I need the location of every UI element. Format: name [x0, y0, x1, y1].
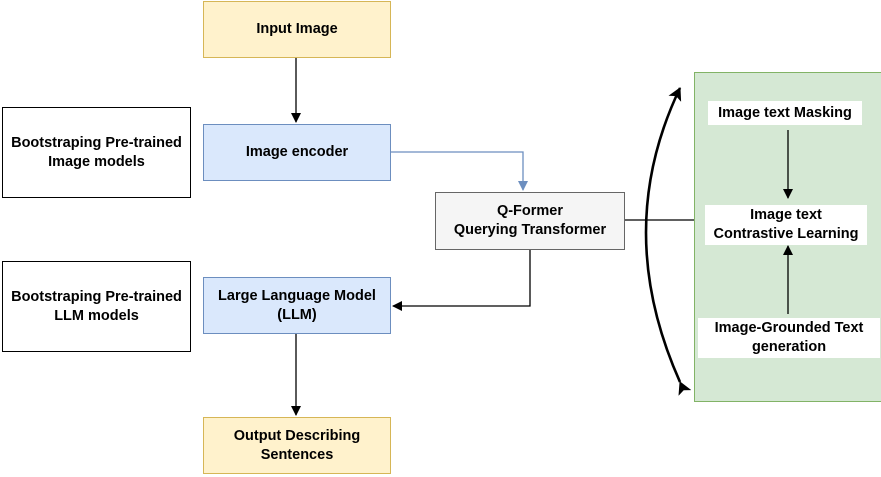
objective-contrastive-line2: Contrastive Learning [713, 226, 859, 242]
bootstrap-image-line1: Bootstraping Pre-trained [11, 134, 182, 151]
objective-contrastive-line1: Image text [750, 207, 822, 223]
qformer-label-line2: Querying Transformer [453, 222, 607, 238]
objective-grounded: Image-Grounded Text generation [698, 318, 880, 358]
bootstrap-llm-line2: LLM models [54, 307, 139, 324]
image-encoder-label: Image encoder [245, 144, 349, 160]
bootstrap-image-line2: Image models [48, 153, 145, 170]
qformer-label-line1: Q-Former [496, 203, 564, 219]
bootstrap-image-models-box: Bootstraping Pre-trained Image models [2, 107, 191, 198]
output-label-line2: Sentences [260, 446, 334, 463]
llm-label-line1: Large Language Model [218, 287, 376, 304]
input-image-node: Input Image [203, 1, 391, 58]
llm-node: Large Language Model (LLM) [203, 277, 391, 334]
qformer-node: Q-Former Querying Transformer [435, 192, 625, 250]
curved-double-arrow [644, 87, 692, 396]
bootstrap-llm-line1: Bootstraping Pre-trained [11, 288, 182, 305]
output-node: Output Describing Sentences [203, 417, 391, 474]
output-label-line1: Output Describing [233, 427, 361, 444]
objective-masking-label: Image text Masking [718, 104, 852, 121]
objective-grounded-line2: generation [751, 339, 827, 355]
arrow-qformer-to-llm [392, 250, 531, 311]
image-encoder-node: Image encoder [203, 124, 391, 181]
objective-masking: Image text Masking [708, 101, 862, 125]
llm-label-line2: (LLM) [277, 306, 317, 323]
objective-contrastive: Image text Contrastive Learning [705, 205, 867, 245]
bootstrap-llm-models-box: Bootstraping Pre-trained LLM models [2, 261, 191, 352]
objective-grounded-line1: Image-Grounded Text [714, 320, 864, 336]
arrow-encoder-to-qformer [391, 151, 528, 191]
input-image-label: Input Image [256, 21, 338, 37]
